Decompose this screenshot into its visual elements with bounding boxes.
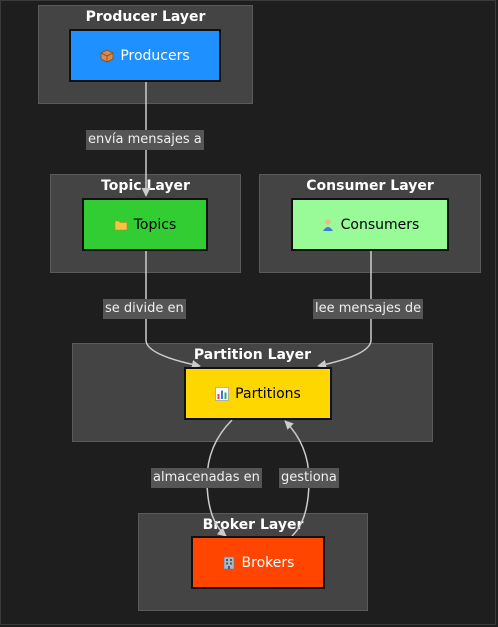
cluster-title-partition: Partition Layer — [193, 347, 312, 363]
folder-icon — [114, 218, 128, 232]
edge-label-envia: envía mensajes a — [86, 130, 204, 150]
node-partitions[interactable]: Partitions — [184, 367, 332, 420]
cluster-title-producer: Producer Layer — [85, 9, 206, 25]
cluster-title-broker: Broker Layer — [202, 517, 304, 533]
node-label-brokers: Brokers — [241, 554, 295, 571]
node-label-consumers: Consumers — [340, 216, 420, 233]
node-label-topics: Topics — [133, 216, 177, 233]
cluster-title-consumer: Consumer Layer — [306, 178, 434, 194]
consumer-icon — [321, 218, 335, 232]
package-icon — [100, 49, 114, 63]
node-topics[interactable]: Topics — [82, 198, 208, 251]
node-label-partitions: Partitions — [235, 385, 301, 402]
edge-label-divide: se divide en — [103, 299, 186, 319]
node-producers[interactable]: Producers — [69, 29, 221, 82]
edge-consumers-partitions — [317, 251, 372, 369]
edge-label-gestiona: gestiona — [279, 468, 339, 488]
edge-label-lee: lee mensajes de — [313, 299, 424, 319]
edge-topics-partitions — [145, 251, 201, 369]
edge-label-almacenadas: almacenadas en — [151, 468, 262, 488]
building-icon — [222, 556, 236, 570]
node-label-producers: Producers — [120, 47, 190, 64]
node-consumers[interactable]: Consumers — [291, 198, 449, 251]
bar-chart-icon — [215, 386, 230, 401]
node-brokers[interactable]: Brokers — [191, 536, 325, 589]
